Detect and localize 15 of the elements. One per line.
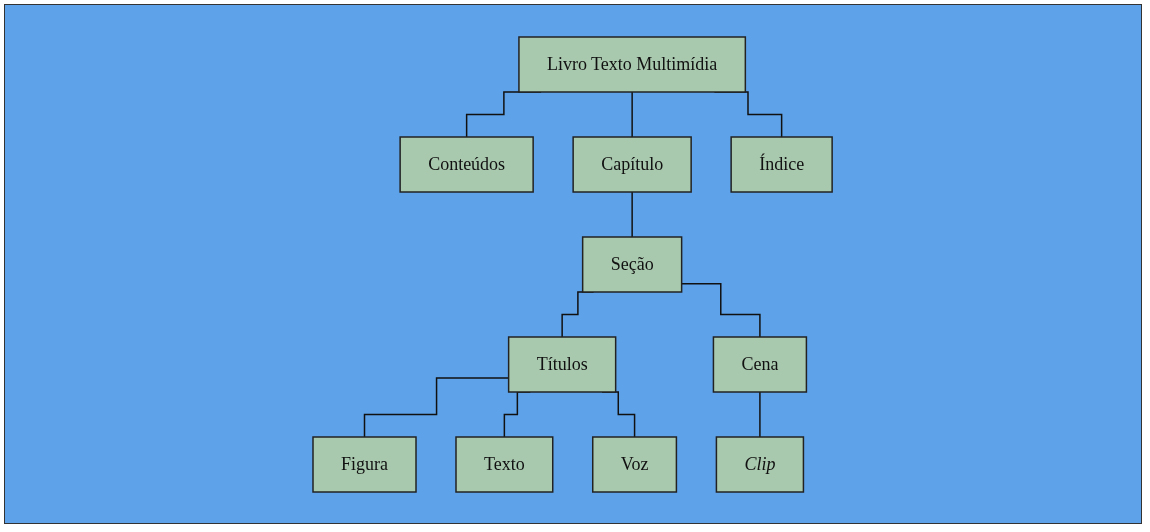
node-box: Títulos: [508, 335, 617, 393]
node-box: Cena: [713, 335, 808, 393]
node-box: Conteúdos: [399, 135, 535, 193]
node-box: Voz: [592, 435, 678, 493]
node-box: Texto: [455, 435, 554, 493]
node-box: Índice: [730, 135, 834, 193]
connector: [631, 190, 634, 238]
connector: [631, 90, 634, 138]
node-box: Clip: [716, 435, 805, 493]
connector: [759, 390, 762, 438]
node-box: Figura: [312, 435, 418, 493]
node-box: Seção: [582, 235, 683, 293]
node-box: Capítulo: [572, 135, 693, 193]
node-box: Livro Texto Multimídia: [518, 35, 747, 93]
connector: [364, 376, 510, 438]
